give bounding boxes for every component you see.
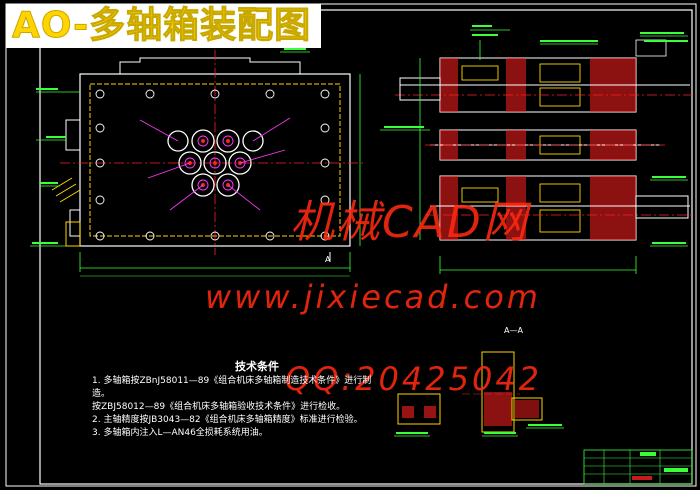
outer-border [5,3,697,487]
callout-text-right [384,25,688,244]
tech-requirement-line: 按ZBJ58012—89《组合机床多轴箱验收技术条件》进行检收。 [92,402,346,412]
drive-shaft-end [635,195,689,219]
detail-hatch-4 [515,400,539,418]
watermark-qq: QQ:20425042 [285,360,543,398]
tech-requirement-line: 1. 多轴箱按ZBnJ58011—89《组合机床多轴箱制造技术条件》进行制 [92,376,372,386]
watermark-url: www.jixiecad.com [205,278,541,316]
section-marker: A [325,255,331,264]
detail-hatch-3 [484,392,512,426]
callouts-left [30,51,310,247]
top-cover-cap [635,39,667,57]
section-label-a-a: A—A [504,326,523,335]
side-boss-lower [69,209,80,237]
side-section-view [395,39,692,274]
bolt-holes [95,89,330,241]
inner-border [39,9,693,485]
callout-text-left [32,48,306,244]
detail-part-3 [511,397,543,421]
tech-requirement-line: 造。 [92,389,111,399]
tech-requirement-line: 2. 主轴精度按JB3043—82《组合机床多轴箱精度》标准进行检验。 [92,415,363,425]
top-cover-step [119,57,301,74]
detail-hatch-1 [402,406,414,418]
spindle-cluster [167,129,264,197]
gear-sector-left [51,177,81,203]
housing-top-view: A [51,50,365,277]
mount-feature [65,221,81,247]
detail-hatch-2 [424,406,436,418]
shaft-centerlines [395,94,692,216]
detail-part-1 [397,393,441,425]
leader-lines-magenta [139,117,291,211]
technical-requirements: 技术条件 1. 多轴箱按ZBnJ58011—89《组合机床多轴箱制造技术条件》进… [92,360,372,440]
callouts-right [380,29,688,247]
section-a-a-details [394,351,564,437]
watermark-site-name: 机械CAD网 [290,197,529,248]
drawing-title: AO-多轴箱装配图 [6,4,322,48]
gears [461,63,581,233]
side-boss [65,119,80,151]
tech-requirement-line: 3. 多轴箱内注入L—AN46全损耗系统用油。 [92,428,268,438]
title-block [583,449,693,485]
tech-requirements-heading: 技术条件 [235,360,279,373]
